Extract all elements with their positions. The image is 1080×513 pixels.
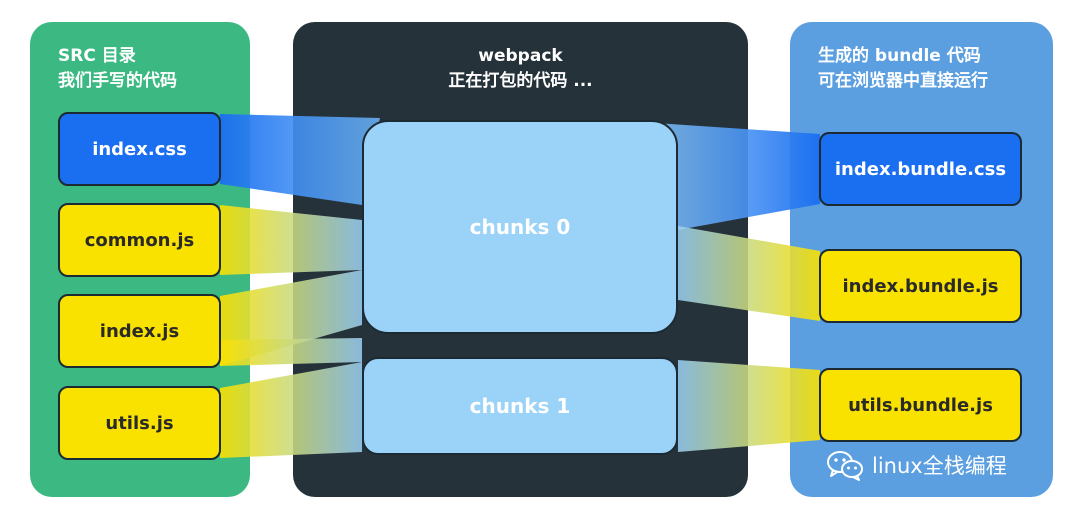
webpack-title-line1: webpack [478, 46, 563, 66]
webpack-panel-title: webpack 正在打包的代码 ... [293, 44, 748, 94]
bundle-file-index-bundle-css: index.bundle.css [819, 132, 1022, 206]
flow-chunk1-to-utils-bundle-js [678, 360, 820, 452]
watermark: linux全栈编程 [826, 448, 1007, 482]
flow-chunk0-to-index-bundle-css [640, 122, 820, 230]
bundle-file-utils-bundle-js: utils.bundle.js [819, 368, 1022, 442]
flow-chunk0-to-index-bundle-js [678, 226, 820, 321]
src-file-index-css: index.css [58, 112, 221, 186]
src-file-common-js: common.js [58, 203, 221, 277]
chunk-0-box: chunks 0 [362, 120, 678, 334]
flow-index-css-to-chunk0 [220, 114, 380, 205]
flow-common-js-to-chunk0 [220, 205, 362, 275]
watermark-text: linux全栈编程 [872, 454, 1007, 478]
webpack-title-line2: 正在打包的代码 ... [448, 71, 593, 91]
src-panel-title: SRC 目录 我们手写的代码 [58, 44, 177, 94]
wechat-icon [827, 451, 863, 481]
bundle-title-line1: 生成的 bundle 代码 [818, 46, 981, 66]
flow-utils-js-to-chunk1 [220, 362, 362, 458]
bundle-title-line2: 可在浏览器中直接运行 [818, 71, 988, 91]
chunk-1-box: chunks 1 [362, 357, 678, 455]
bundle-file-index-bundle-js: index.bundle.js [819, 249, 1022, 323]
src-title-line2: 我们手写的代码 [58, 71, 177, 91]
src-file-utils-js: utils.js [58, 386, 221, 460]
src-title-line1: SRC 目录 [58, 46, 136, 66]
flow-index-js-to-chunk1 [220, 338, 362, 366]
bundle-panel-title: 生成的 bundle 代码 可在浏览器中直接运行 [818, 44, 988, 94]
src-file-index-js: index.js [58, 294, 221, 368]
